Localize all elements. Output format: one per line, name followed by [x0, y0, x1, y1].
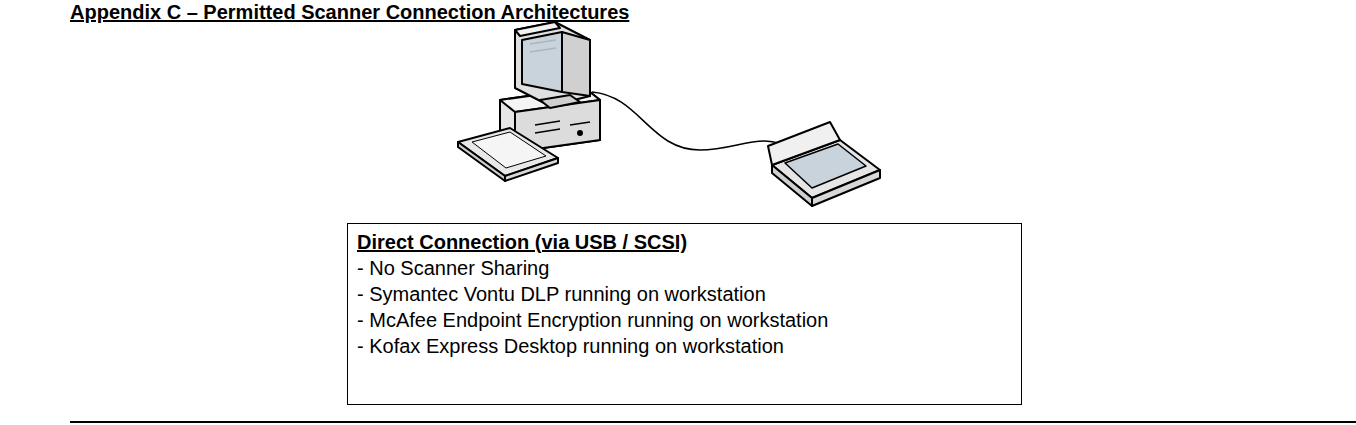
cable — [592, 92, 795, 150]
bullet-line: - Symantec Vontu DLP running on workstat… — [357, 281, 1012, 307]
bullet-line: - No Scanner Sharing — [357, 255, 1012, 281]
computer-monitor — [515, 22, 590, 108]
bullet-line: - McAfee Endpoint Encryption running on … — [357, 307, 1012, 333]
section-rule — [70, 421, 1356, 423]
page-title: Appendix C – Permitted Scanner Connectio… — [70, 1, 629, 24]
connection-box: Direct Connection (via USB / SCSI)- No S… — [347, 223, 1022, 405]
keyboard — [458, 128, 558, 181]
bullet-line: - Kofax Express Desktop running on works… — [357, 333, 1012, 359]
box-heading: Direct Connection (via USB / SCSI) — [357, 229, 1012, 255]
scanner — [768, 122, 880, 206]
